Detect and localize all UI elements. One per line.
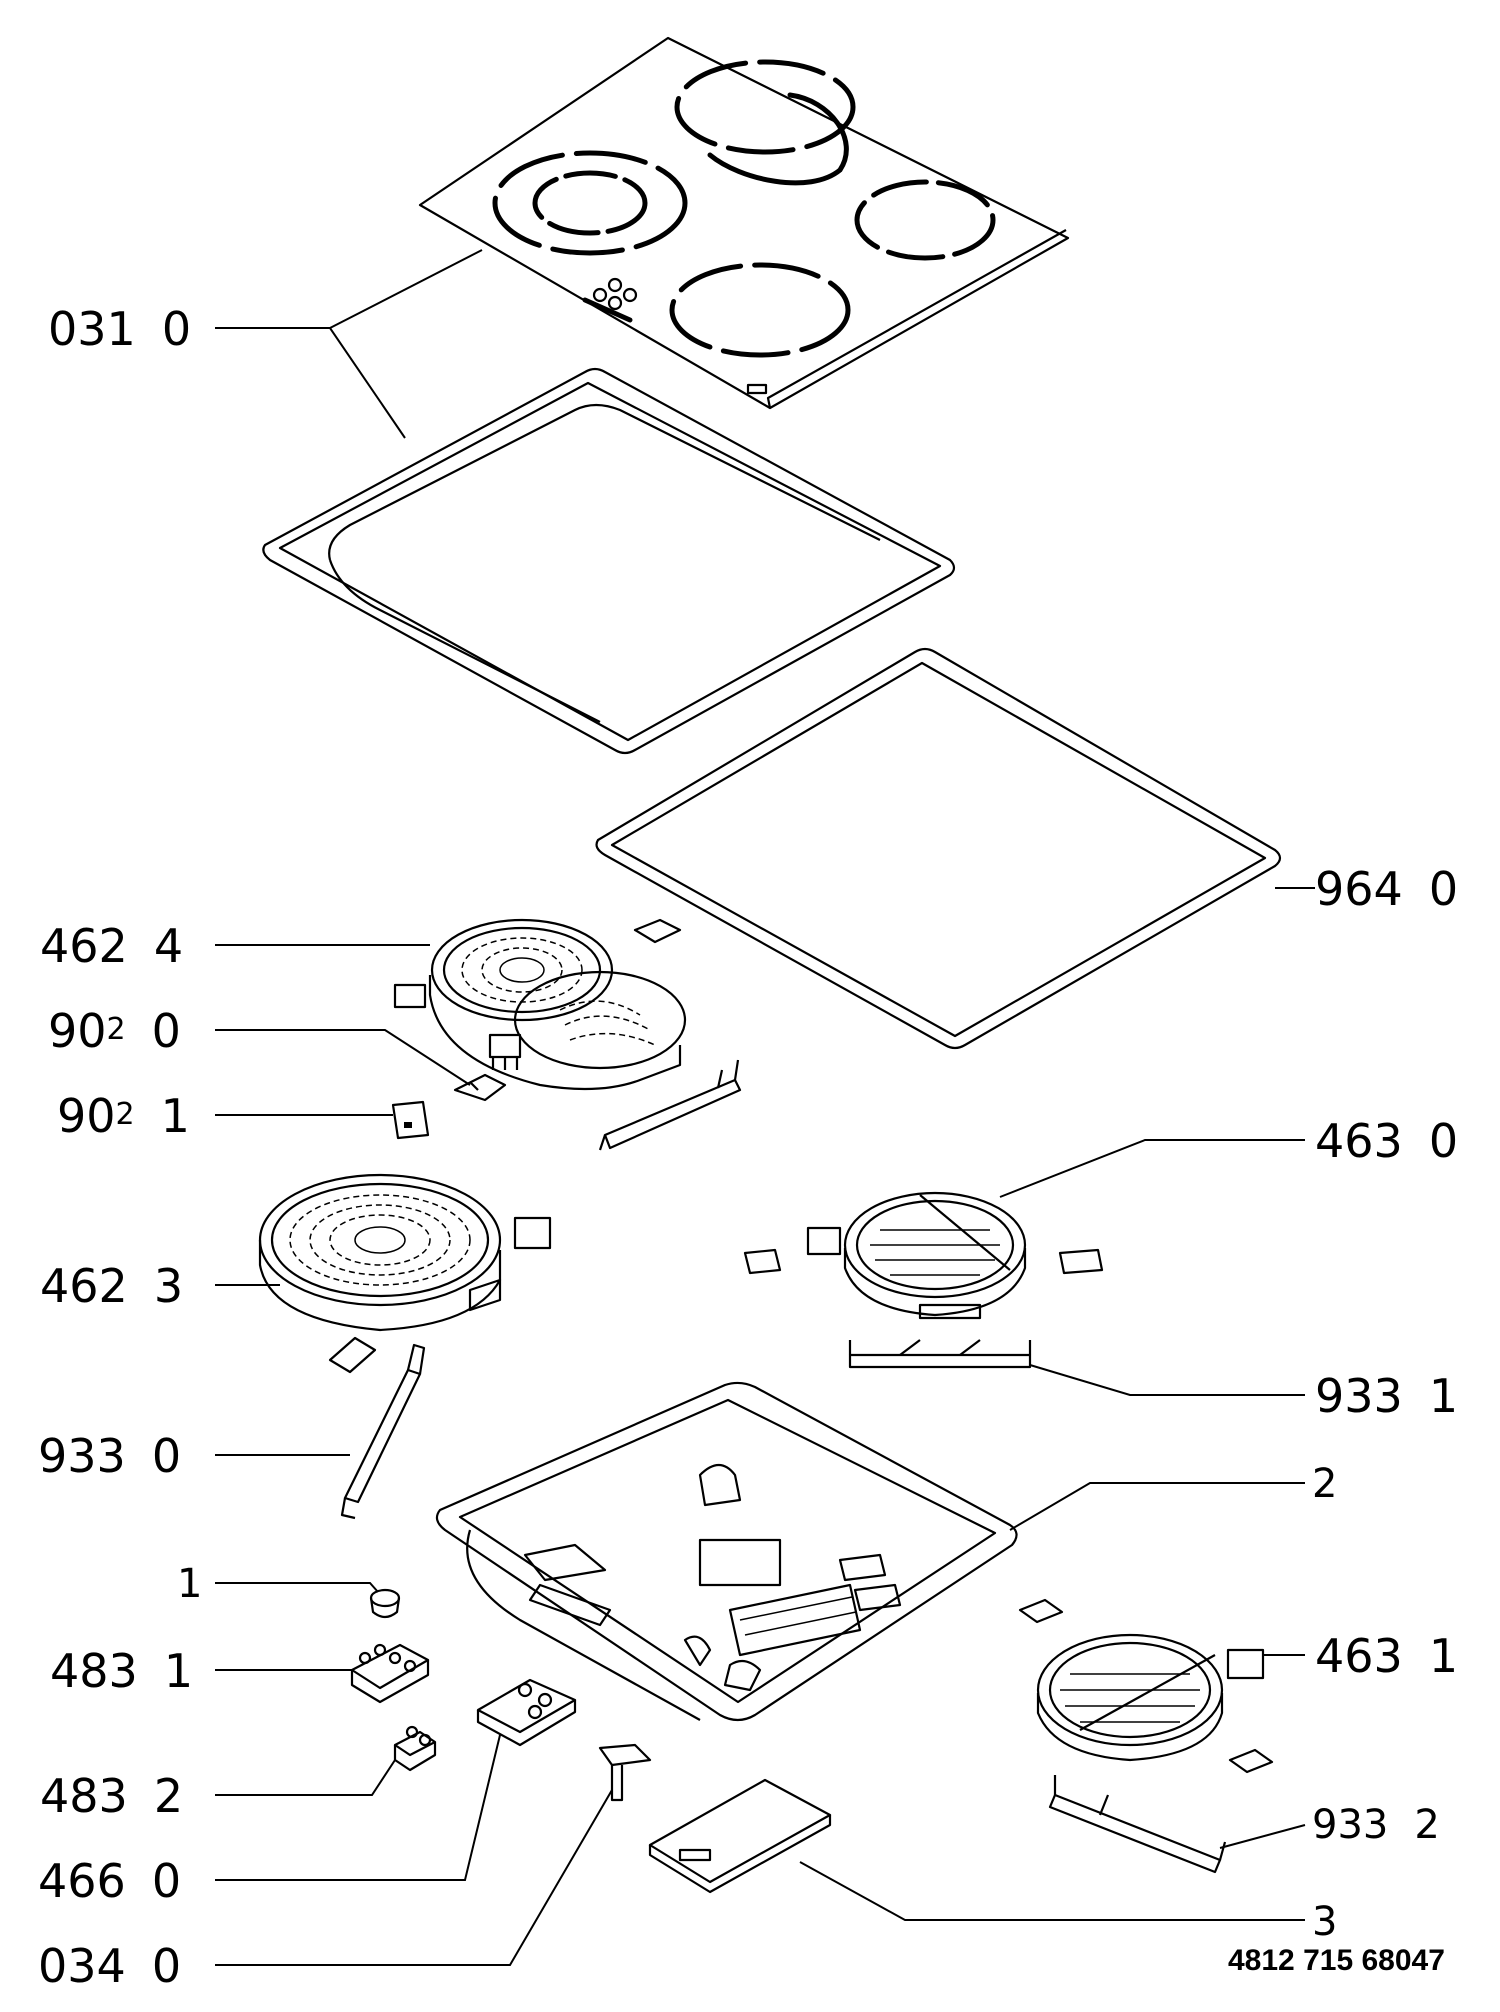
clip-463-1-bottom	[1228, 1748, 1274, 1774]
clip-463-right	[1058, 1248, 1104, 1275]
document-number: 4812 715 68047	[1228, 1944, 1445, 1977]
support-bar-933-1	[848, 1339, 1032, 1369]
label-3: 3	[1312, 1899, 1337, 1945]
seal-gasket	[595, 647, 1282, 1050]
cover-plate-3	[648, 1778, 832, 1894]
label-1: 1	[177, 1561, 202, 1607]
support-bar-933-0	[340, 1343, 426, 1520]
knob-1	[369, 1588, 401, 1619]
leader-lines	[215, 249, 1315, 1966]
support-bar-933-2	[1048, 1775, 1227, 1874]
oval-heater-462-4	[393, 918, 687, 1091]
base-tray	[435, 1381, 1018, 1722]
clip-left	[328, 1336, 377, 1374]
support-rail-upper	[598, 1059, 742, 1151]
clip-463-1-top	[1018, 1598, 1064, 1624]
round-heater-462-3	[258, 1173, 552, 1332]
clip-463-left	[743, 1248, 782, 1275]
label-2: 2	[1312, 1461, 1337, 1507]
halogen-heater-463-0	[806, 1191, 1027, 1320]
bracket-902-1	[391, 1100, 430, 1140]
bracket-902-0	[453, 1073, 507, 1102]
terminal-block-483-1	[350, 1643, 430, 1704]
halogen-heater-463-1	[1036, 1633, 1265, 1762]
terminal-block-483-2	[393, 1725, 437, 1772]
terminal-bracket-466-0	[476, 1678, 577, 1747]
glass-ceramic-top	[418, 36, 1070, 410]
hob-frame	[262, 367, 956, 755]
bracket-034-0	[598, 1743, 652, 1802]
clip-upper	[633, 918, 682, 944]
